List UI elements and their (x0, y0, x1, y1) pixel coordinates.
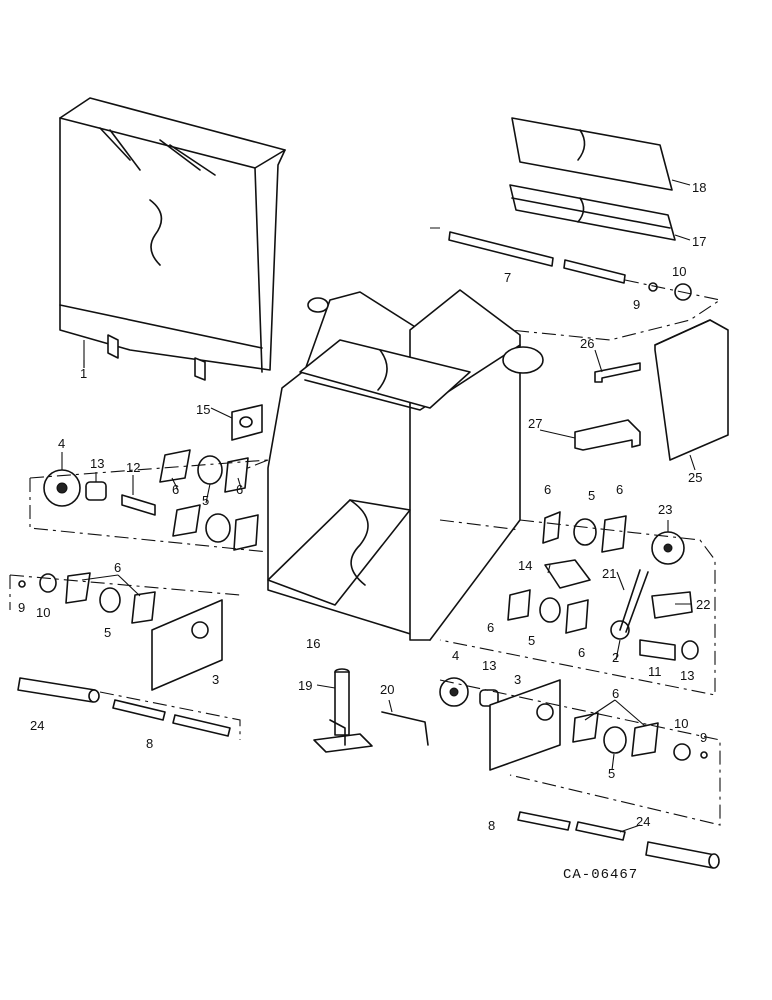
side-cover-part (654, 319, 729, 461)
callout-22: 22 (696, 597, 710, 612)
right-plate-assembly (439, 677, 721, 826)
drawing-code: CA-06467 (563, 867, 638, 883)
callout-9: 9 (633, 297, 640, 312)
angle-strip-part (509, 184, 691, 241)
top-shaft-part (430, 227, 722, 341)
callout-24-left: 24 (30, 718, 44, 733)
callout-23: 23 (658, 502, 672, 517)
callout-1: 1 (80, 366, 87, 381)
callout-24-right: 24 (636, 814, 650, 829)
callout-4-right: 4 (452, 648, 459, 663)
callout-labels: 1 2 3 3 4 4 5 5 5 5 5 6 6 6 6 6 6 6 6 7 … (18, 180, 710, 833)
callout-2: 2 (612, 650, 619, 665)
callout-6: 6 (612, 686, 619, 701)
bracket-15-part (231, 404, 263, 441)
leader-lines (61, 349, 696, 833)
left-drive-assembly (29, 449, 269, 553)
callout-26: 26 (580, 336, 594, 351)
callout-6: 6 (114, 560, 121, 575)
callout-6: 6 (172, 482, 179, 497)
callout-4-left: 4 (58, 436, 65, 451)
callout-6: 6 (578, 645, 585, 660)
callout-12: 12 (126, 460, 140, 475)
callout-10: 10 (674, 716, 688, 731)
callout-9: 9 (700, 730, 707, 745)
callout-19: 19 (298, 678, 312, 693)
callout-15: 15 (196, 402, 210, 417)
callout-11: 11 (648, 664, 662, 679)
strap-26-part (594, 362, 641, 383)
callout-13: 13 (482, 658, 496, 673)
callout-5: 5 (202, 493, 209, 508)
main-frame-part (229, 289, 544, 641)
callout-6: 6 (616, 482, 623, 497)
callout-6: 6 (236, 482, 243, 497)
callout-6: 6 (487, 620, 494, 635)
callout-5: 5 (608, 766, 615, 781)
callout-3-right: 3 (514, 672, 521, 687)
callout-7: 7 (504, 270, 511, 285)
callout-3-left: 3 (212, 672, 219, 687)
callout-13: 13 (680, 668, 694, 683)
channel-27-part (574, 419, 641, 451)
callout-8-left: 8 (146, 736, 153, 751)
callout-14: 14 (518, 558, 532, 573)
right-drive-assembly (439, 511, 716, 696)
callout-8-right: 8 (488, 818, 495, 833)
callout-13: 13 (90, 456, 104, 471)
callout-18: 18 (692, 180, 706, 195)
jack-stand-part (313, 668, 373, 753)
callout-21: 21 (602, 566, 616, 581)
callout-5: 5 (104, 625, 111, 640)
callout-6: 6 (544, 482, 551, 497)
callout-10: 10 (672, 264, 686, 279)
right-lower-shafts (517, 811, 720, 869)
callout-9: 9 (18, 600, 25, 615)
left-plate-assembly (9, 572, 241, 691)
callout-27: 27 (528, 416, 542, 431)
callout-25: 25 (688, 470, 702, 485)
shield-cover-part (59, 97, 286, 381)
pin-part (381, 711, 429, 746)
left-lower-shafts (17, 677, 241, 740)
callout-5: 5 (588, 488, 595, 503)
callout-16: 16 (306, 636, 320, 651)
callout-10: 10 (36, 605, 50, 620)
callout-5: 5 (528, 633, 535, 648)
upper-plate-part (511, 117, 691, 191)
callout-20: 20 (380, 682, 394, 697)
callout-17: 17 (692, 234, 706, 249)
